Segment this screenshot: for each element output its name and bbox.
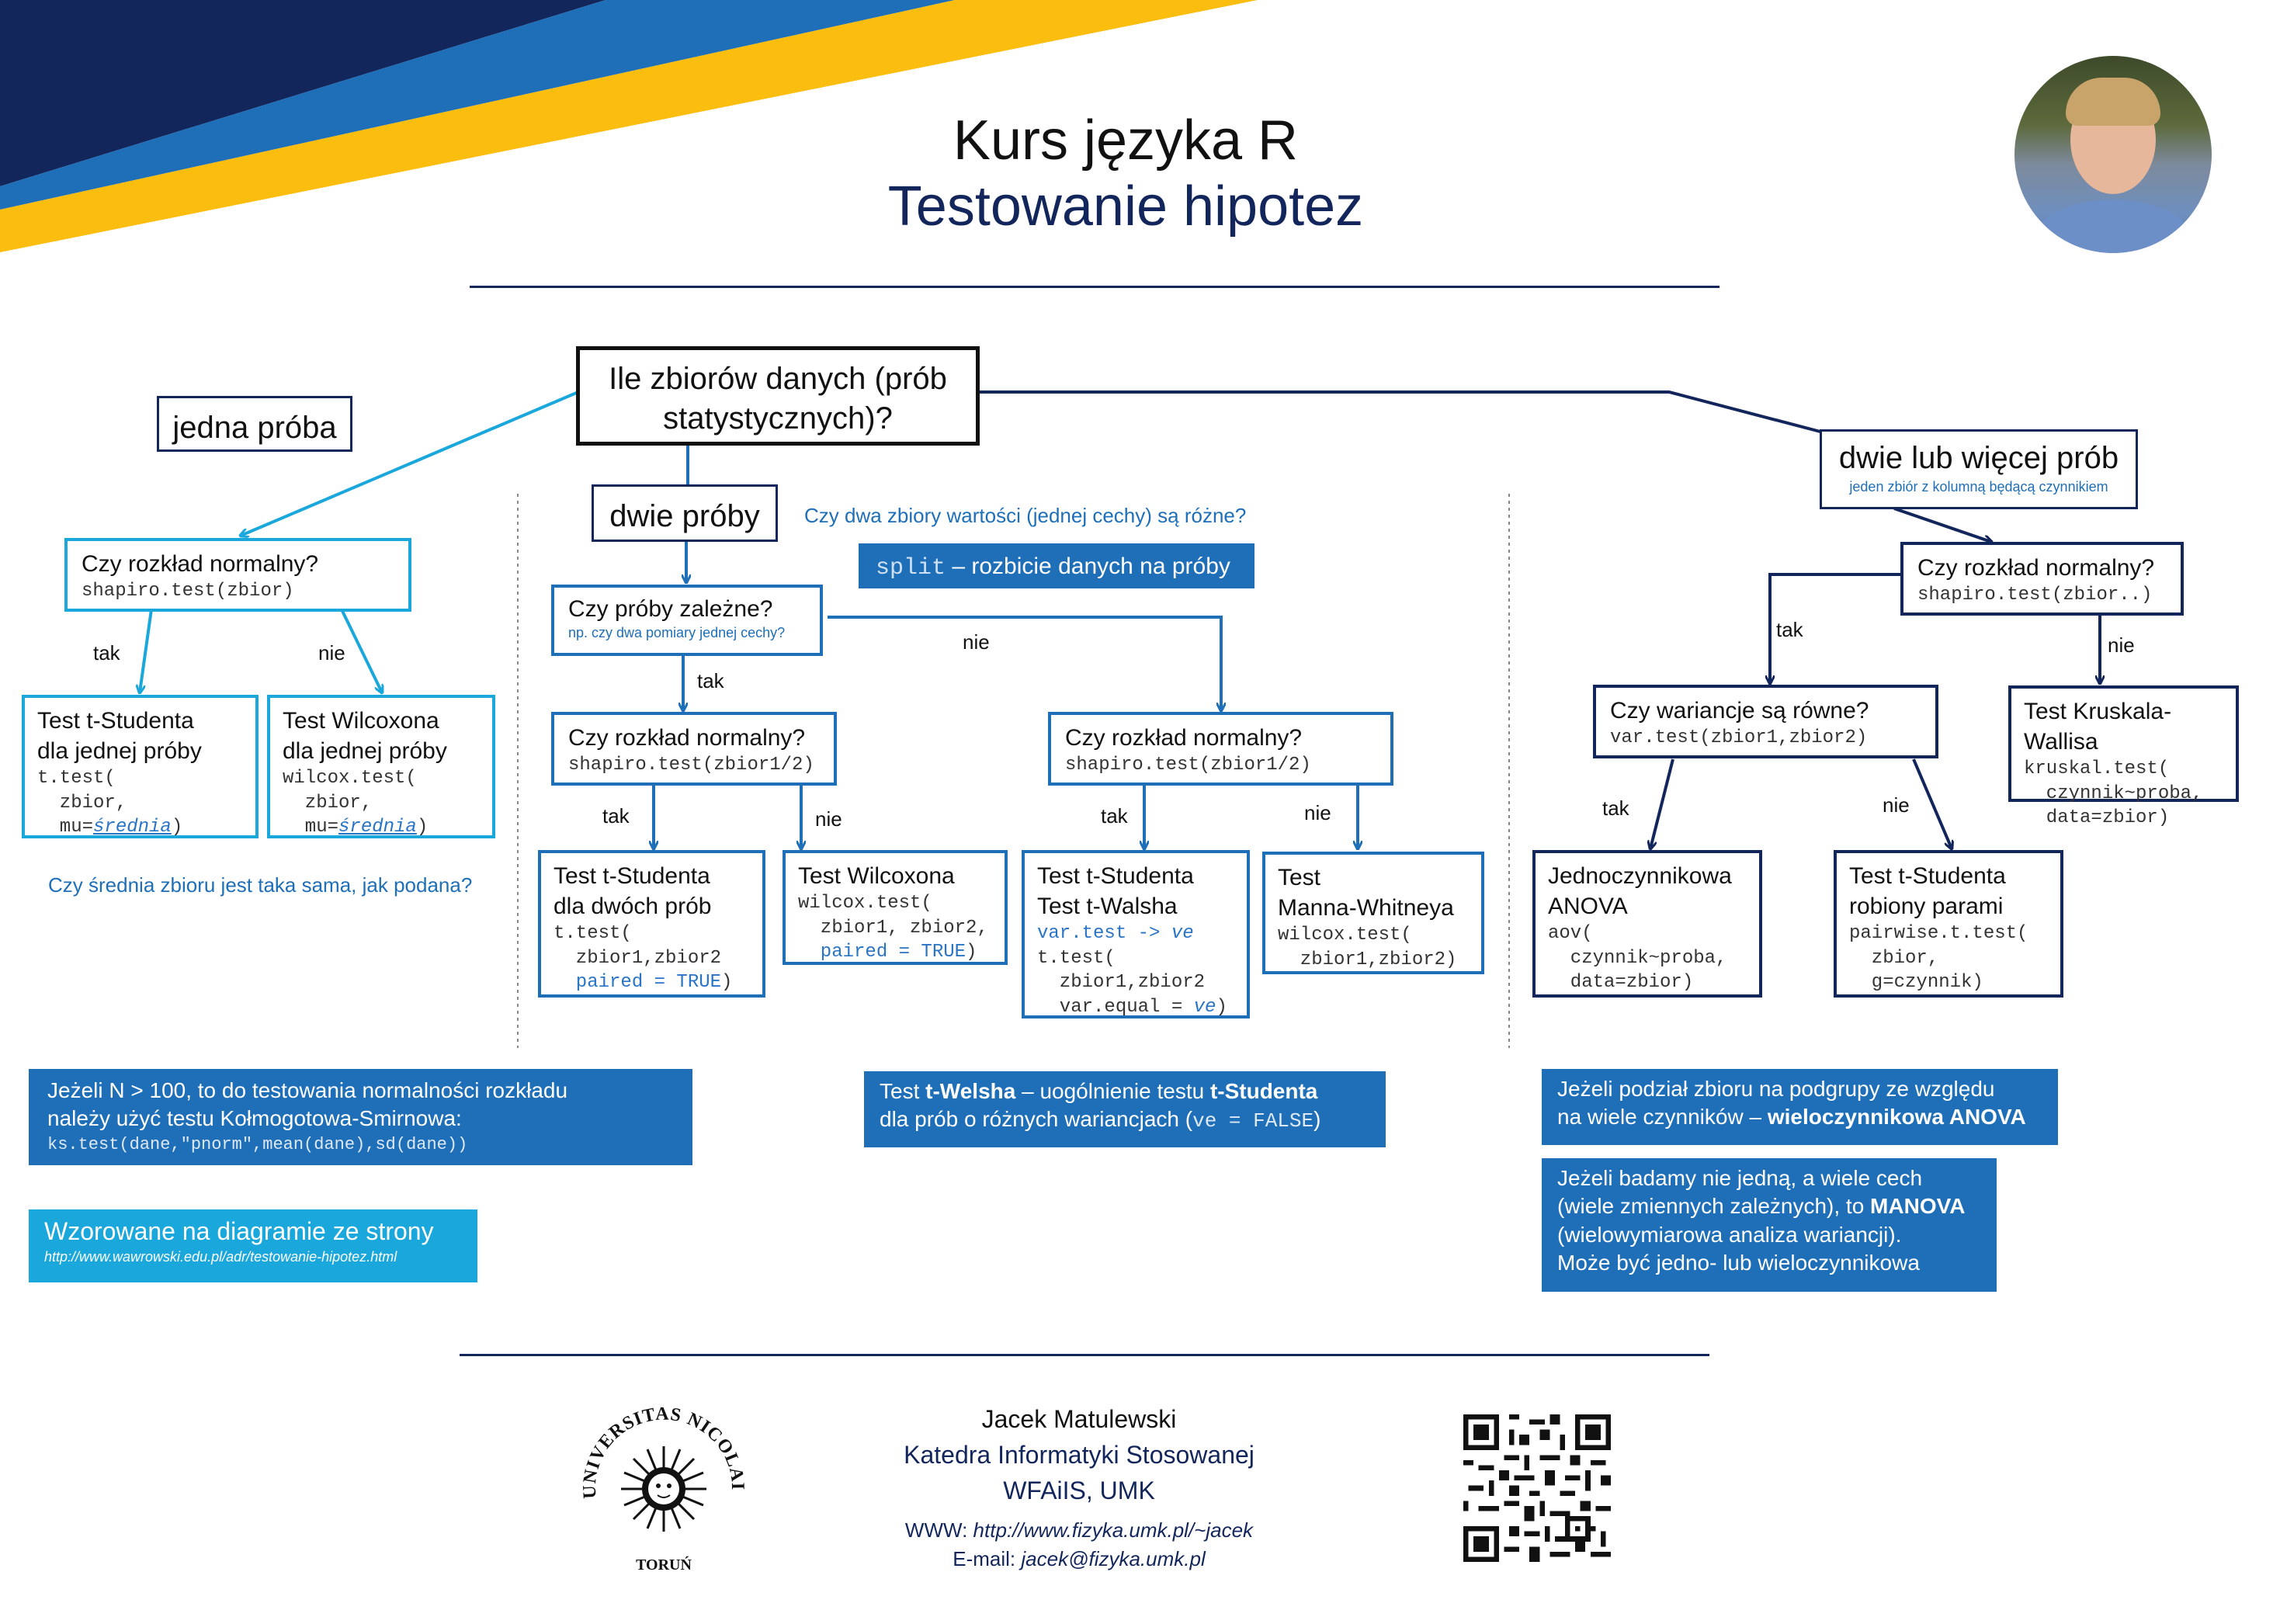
author-photo	[2014, 56, 2212, 253]
many-anova-box: Jednoczynnikowa ANOVA aov( czynnik~proba…	[1532, 850, 1762, 998]
one-normality-code: shapiro.test(zbior)	[82, 581, 294, 602]
label-two-samples: dwie próby	[592, 484, 778, 542]
two-right-yes-label: tak	[1101, 804, 1128, 828]
many-kruskal-box: Test Kruskala-Wallisa kruskal.test( czyn…	[2008, 685, 2239, 828]
page-title: Kurs języka R	[953, 109, 1299, 172]
welsh-note: Test t-Welsha – uogólnienie testu t-Stud…	[864, 1071, 1386, 1147]
many-variance-box: Czy wariancje są równe? var.test(zbior1,…	[1593, 685, 1938, 758]
one-yes-label: tak	[93, 641, 120, 665]
footer-www: WWW: http://www.fizyka.umk.pl/~jacek	[904, 1518, 1254, 1542]
split-banner: split – rozbicie danych na próby	[859, 543, 1254, 588]
two-left-no-label: nie	[815, 807, 842, 831]
www-link[interactable]: http://www.fizyka.umk.pl/~jacek	[973, 1518, 1254, 1542]
many-var-yes-label: tak	[1602, 796, 1629, 820]
one-ttest-box: Test t-Studenta dla jednej próby t.test(…	[22, 695, 259, 838]
two-normality-right-box: Czy rozkład normalny? shapiro.test(zbior…	[1048, 712, 1393, 786]
svg-text:TORUŃ: TORUŃ	[636, 1556, 692, 1574]
one-footer-question: Czy średnia zbioru jest taka sama, jak p…	[48, 873, 473, 897]
two-question: Czy dwa zbiory wartości (jednej cechy) s…	[804, 504, 1247, 527]
root-question-box: Ile zbiorów danych (prób statystycznych)…	[576, 346, 980, 446]
many-normality-box: Czy rozkład normalny? shapiro.test(zbior…	[1900, 542, 2184, 616]
one-normality-title: Czy rozkład normalny?	[82, 551, 319, 577]
two-ttest-welch-box: Test t-Studenta Test t-Walsha var.test -…	[1022, 850, 1250, 1018]
email-link[interactable]: jacek@fizyka.umk.pl	[1021, 1547, 1206, 1570]
two-mann-whitney-box: Test Manna-Whitneya wilcox.test( zbior1,…	[1262, 852, 1484, 974]
ks-note: Jeżeli N > 100, to do testowania normaln…	[29, 1069, 692, 1165]
footer-author: Jacek Matulewski	[981, 1405, 1177, 1433]
manova-note: Jeżeli badamy nie jedną, a wiele cech (w…	[1542, 1158, 1997, 1292]
header-stripes	[0, 0, 1258, 252]
one-wilcox-box: Test Wilcoxona dla jednej próby wilcox.t…	[267, 695, 495, 838]
footer-dept: Katedra Informatyki Stosowanej	[904, 1441, 1254, 1469]
two-dependent-box: Czy próby zależne? np. czy dwa pomiary j…	[551, 585, 823, 656]
qr-code	[1463, 1414, 1611, 1562]
many-yes-label: tak	[1776, 618, 1803, 641]
two-normality-left-box: Czy rozkład normalny? shapiro.test(zbior…	[551, 712, 837, 786]
page-subtitle: Testowanie hipotez	[887, 175, 1364, 238]
label-one-sample: jedna próba	[157, 396, 352, 452]
footer-faculty: WFAiIS, UMK	[1003, 1477, 1155, 1504]
two-wilcox-paired-box: Test Wilcoxona wilcox.test( zbior1, zbio…	[783, 850, 1008, 965]
header-divider	[470, 286, 1719, 288]
two-no-label: nie	[963, 630, 990, 654]
university-seal-logo: UNIVERSITAS NICOLAI COPERNICI TORUŃ	[574, 1397, 747, 1574]
many-var-no-label: nie	[1883, 793, 1910, 817]
footer-email: E-mail: jacek@fizyka.umk.pl	[953, 1547, 1206, 1570]
source-link[interactable]: http://www.wawrowski.edu.pl/adr/testowan…	[44, 1248, 397, 1265]
two-ttest-paired-box: Test t-Studenta dla dwóch prób t.test( z…	[538, 850, 765, 998]
multi-factor-note: Jeżeli podział zbioru na podgrupy ze wzg…	[1542, 1069, 2058, 1145]
one-normality-box: Czy rozkład normalny? shapiro.test(zbior…	[64, 538, 411, 612]
one-no-label: nie	[318, 641, 345, 665]
many-pairwise-box: Test t-Studenta robiony parami pairwise.…	[1834, 850, 2063, 998]
two-right-no-label: nie	[1304, 801, 1331, 824]
two-yes-label: tak	[697, 669, 724, 692]
footer-divider	[460, 1354, 1709, 1356]
many-no-label: nie	[2108, 633, 2135, 657]
two-left-yes-label: tak	[602, 804, 630, 828]
root-question: Ile zbiorów danych (prób statystycznych)…	[609, 362, 947, 436]
source-note: Wzorowane na diagramie ze strony http://…	[29, 1209, 477, 1282]
label-many-samples: dwie lub więcej prób jeden zbiór z kolum…	[1820, 429, 2138, 509]
